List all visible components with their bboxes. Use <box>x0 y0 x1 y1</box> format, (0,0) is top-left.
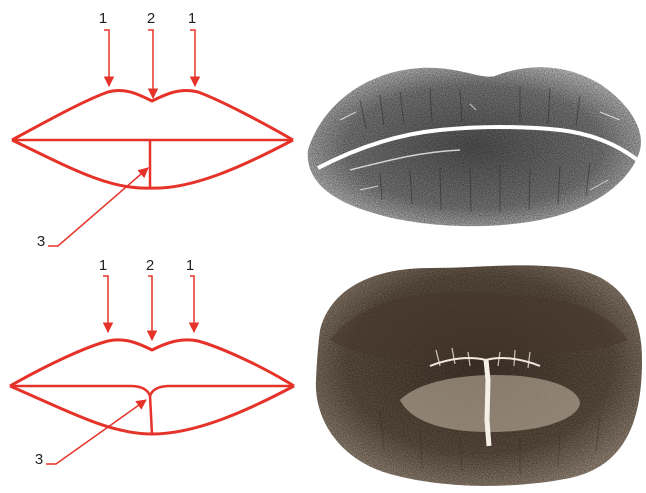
pointer-arrows <box>48 30 195 246</box>
pointer-arrows <box>46 276 194 464</box>
label-1-left: 1 <box>99 10 107 27</box>
label-2: 2 <box>147 10 155 27</box>
lip-print-photo-top <box>308 67 641 226</box>
label-3: 3 <box>35 451 43 468</box>
label-1-left: 1 <box>99 257 107 274</box>
label-1-right: 1 <box>186 257 194 274</box>
lip-outline <box>10 340 294 434</box>
lip-diagram-top: 1 2 1 3 <box>12 10 293 250</box>
label-2: 2 <box>146 257 154 274</box>
label-3: 3 <box>37 233 45 250</box>
lip-diagram-bottom: 1 2 1 3 <box>10 257 294 468</box>
lip-outline <box>12 90 293 188</box>
label-1-right: 1 <box>188 10 196 27</box>
lip-print-photo-bottom <box>316 265 642 486</box>
